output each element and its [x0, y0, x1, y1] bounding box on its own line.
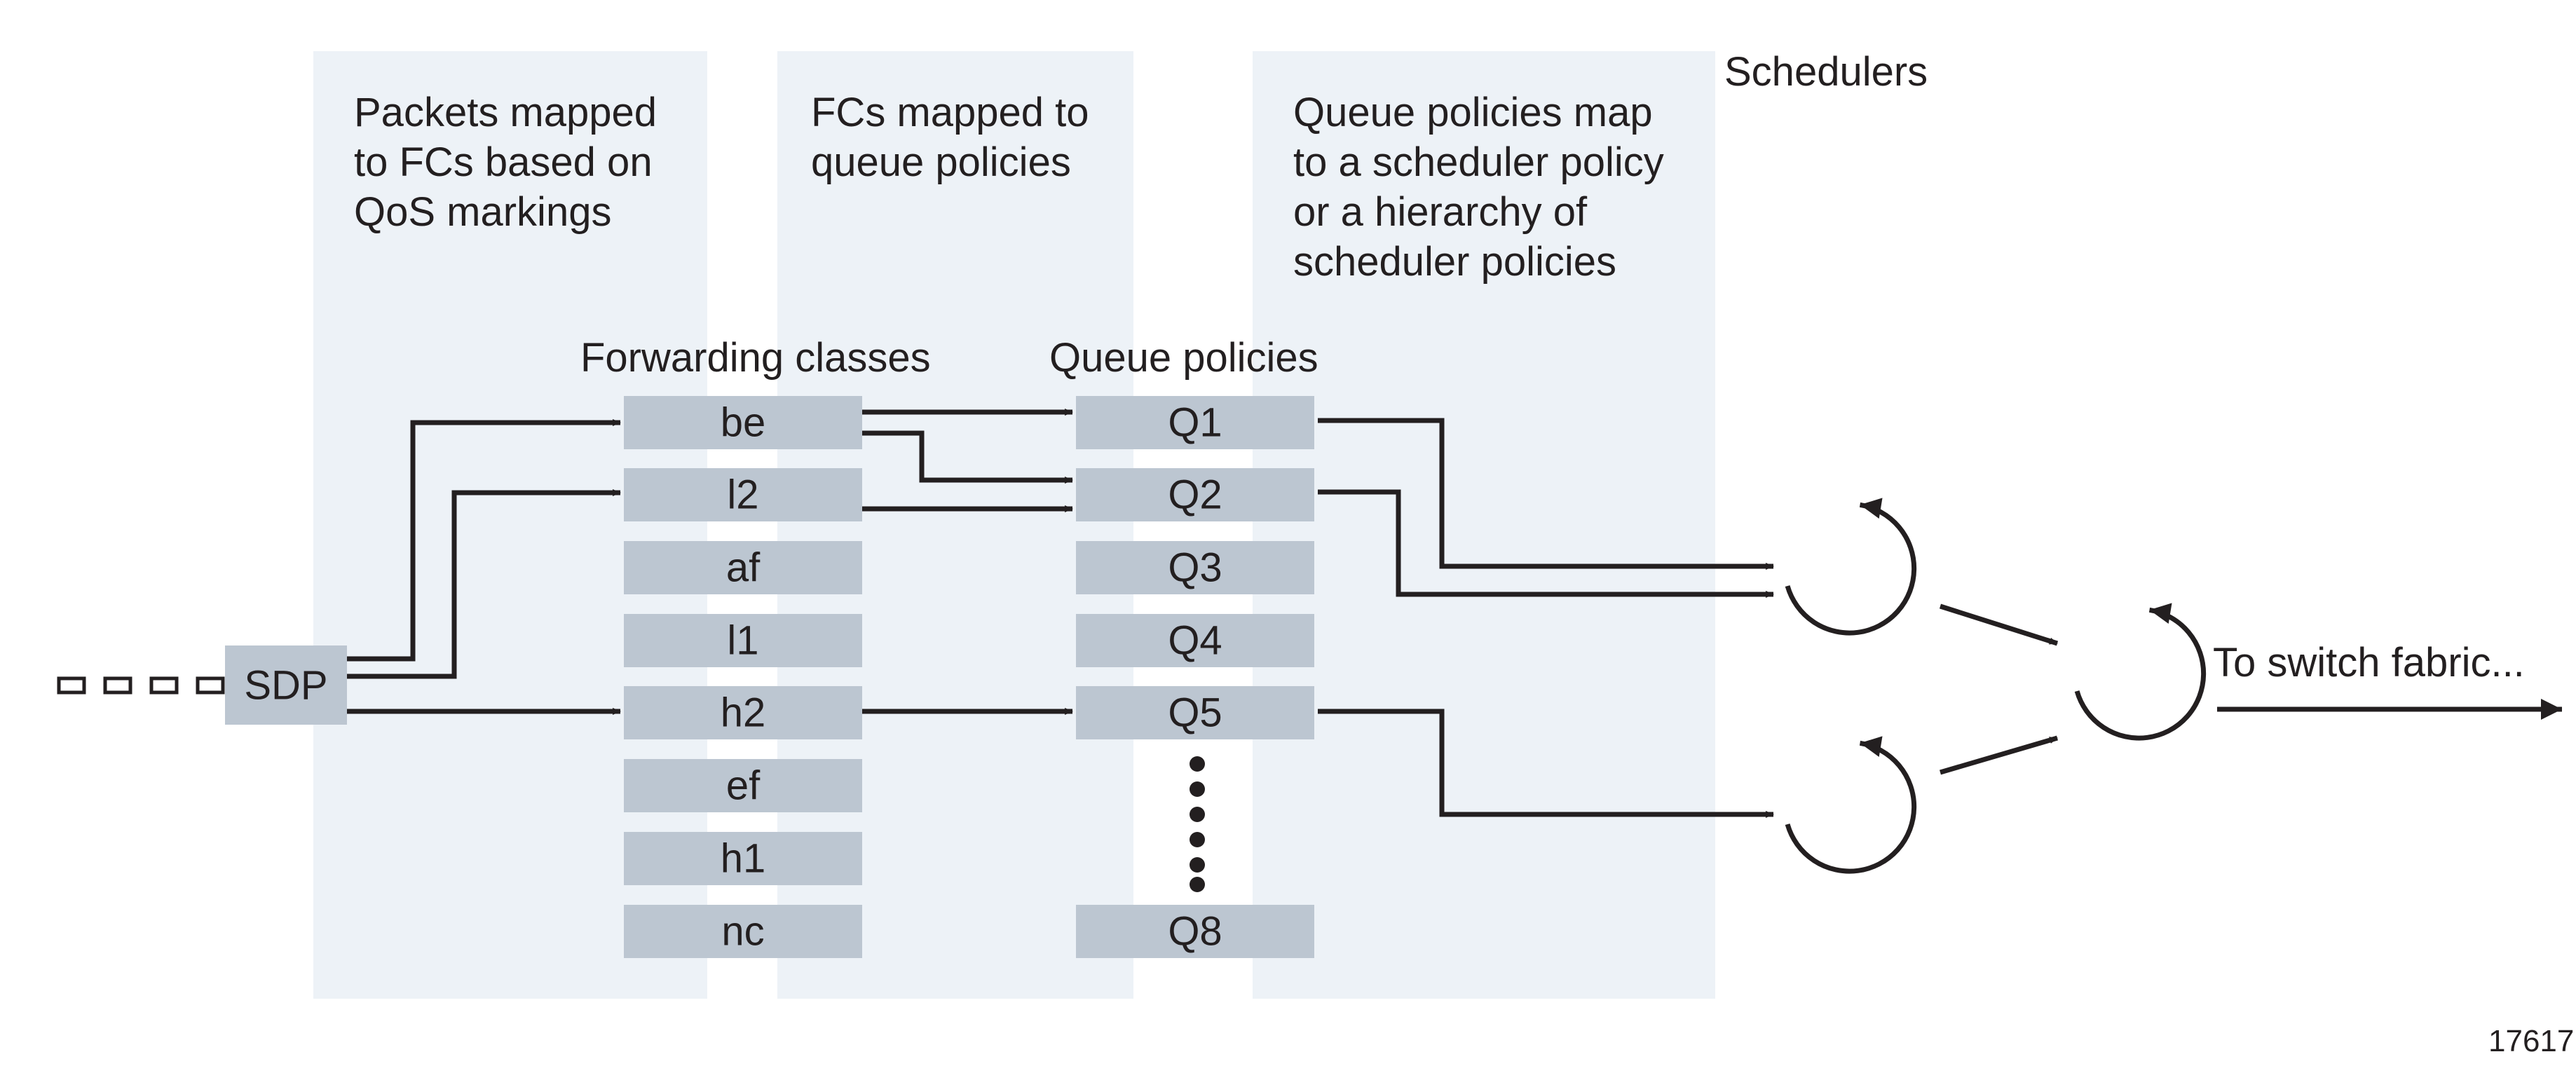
queue-label-q4: Q4 [1168, 618, 1222, 664]
queue-to-scheduler-arrows [1318, 418, 1774, 818]
ellipsis-dot [1190, 857, 1205, 873]
queue-label-q5: Q5 [1168, 690, 1222, 736]
queue-label-q8: Q8 [1168, 909, 1222, 955]
incoming-link-dashes [57, 676, 225, 695]
fc-label-nc: nc [721, 909, 764, 955]
fc-label-af: af [726, 545, 761, 591]
queue-box-q5 [1076, 686, 1314, 739]
queue-box-q8 [1076, 905, 1314, 958]
scheduler-lower-icon [1785, 736, 1917, 874]
queue-box-q1 [1076, 396, 1314, 449]
arrow-q1-to-scheduler [1318, 418, 1774, 570]
fc-label-l1: l1 [727, 618, 758, 664]
ellipsis-dot [1190, 877, 1205, 892]
panel-text-line: Packets mapped [354, 90, 657, 135]
fc-box-h2 [624, 686, 862, 739]
ellipsis-dot [1190, 832, 1205, 847]
panel-text-line: Queue policies map [1293, 90, 1653, 135]
fc-label-h2: h2 [721, 690, 766, 736]
dash-segment [57, 676, 86, 695]
queue-box-q2 [1076, 468, 1314, 521]
arrow-q5-to-scheduler [1318, 709, 1774, 818]
sdp-box [225, 645, 347, 725]
sdp-to-fc-arrows [347, 419, 621, 715]
panel-text-line: to FCs based on [354, 139, 653, 185]
output-label: To switch fabric... [2213, 640, 2525, 685]
fc-box-h1 [624, 832, 862, 885]
forwarding-classes-heading: Forwarding classes [580, 335, 931, 381]
scheduler-root-icon [2074, 603, 2207, 741]
queue-label-q1: Q1 [1168, 400, 1222, 446]
dash-segment [103, 676, 132, 695]
arrow-be-to-q2 [862, 430, 1073, 484]
queue-label-q2: Q2 [1168, 472, 1222, 518]
arrow-sdp-to-l2 [347, 489, 621, 679]
panel-text-fcs-to-queues: FCs mapped to queue policies [811, 90, 1100, 185]
fc-box-l1 [624, 614, 862, 667]
panel-text-packets-to-fcs: Packets mapped to FCs based on QoS marki… [354, 90, 668, 235]
fc-to-queue-arrows [862, 409, 1073, 715]
dash-segment [196, 676, 225, 695]
queue-label-q3: Q3 [1168, 545, 1222, 591]
ellipsis-dot [1190, 781, 1205, 797]
schedulers-heading: Schedulers [1724, 49, 1928, 95]
arrow-q2-to-scheduler [1318, 489, 1774, 598]
panel-text-line: FCs mapped to [811, 90, 1089, 135]
arrow-upper-scheduler-to-root [1939, 603, 2059, 646]
fc-box-l2 [624, 468, 862, 521]
fc-box-ef [624, 759, 862, 812]
fc-label-ef: ef [726, 763, 761, 809]
queue-box-q4 [1076, 614, 1314, 667]
panel-text-queues-to-schedulers: Queue policies map to a scheduler policy… [1293, 90, 1675, 285]
queue-policies-heading: Queue policies [1049, 335, 1318, 381]
ellipsis-dot [1190, 807, 1205, 822]
panel-queues-to-schedulers [1253, 51, 1715, 999]
panel-text-line: QoS markings [354, 189, 611, 235]
fc-label-h1: h1 [721, 836, 766, 882]
dash-segment [149, 676, 179, 695]
scheduler-lower [1785, 736, 1917, 874]
scheduler-upper [1785, 498, 1917, 636]
arrow-lower-scheduler-to-root [1940, 735, 2058, 775]
scheduler-root [2074, 603, 2207, 741]
panel-text-line: scheduler policies [1293, 239, 1616, 285]
fc-label-l2: l2 [727, 472, 758, 518]
panel-text-line: or a hierarchy of [1293, 189, 1588, 235]
sdp-label: SDP [244, 663, 327, 709]
queue-ellipsis [1190, 756, 1205, 892]
figure-id: 17617 [2488, 1024, 2574, 1058]
queue-box-q3 [1076, 541, 1314, 594]
forwarding-class-column: be l2 af l1 h2 ef h1 nc [624, 396, 862, 958]
arrow-sdp-to-be [347, 419, 621, 662]
panel-text-line: to a scheduler policy [1293, 139, 1664, 185]
fc-label-be: be [721, 400, 766, 446]
fc-box-nc [624, 905, 862, 958]
queue-column: Q1 Q2 Q3 Q4 Q5 Q8 [1076, 396, 1314, 958]
fc-box-be [624, 396, 862, 449]
scheduler-upper-icon [1785, 498, 1917, 636]
ellipsis-dot [1190, 756, 1205, 772]
fc-box-af [624, 541, 862, 594]
panel-text-line: queue policies [811, 139, 1071, 185]
